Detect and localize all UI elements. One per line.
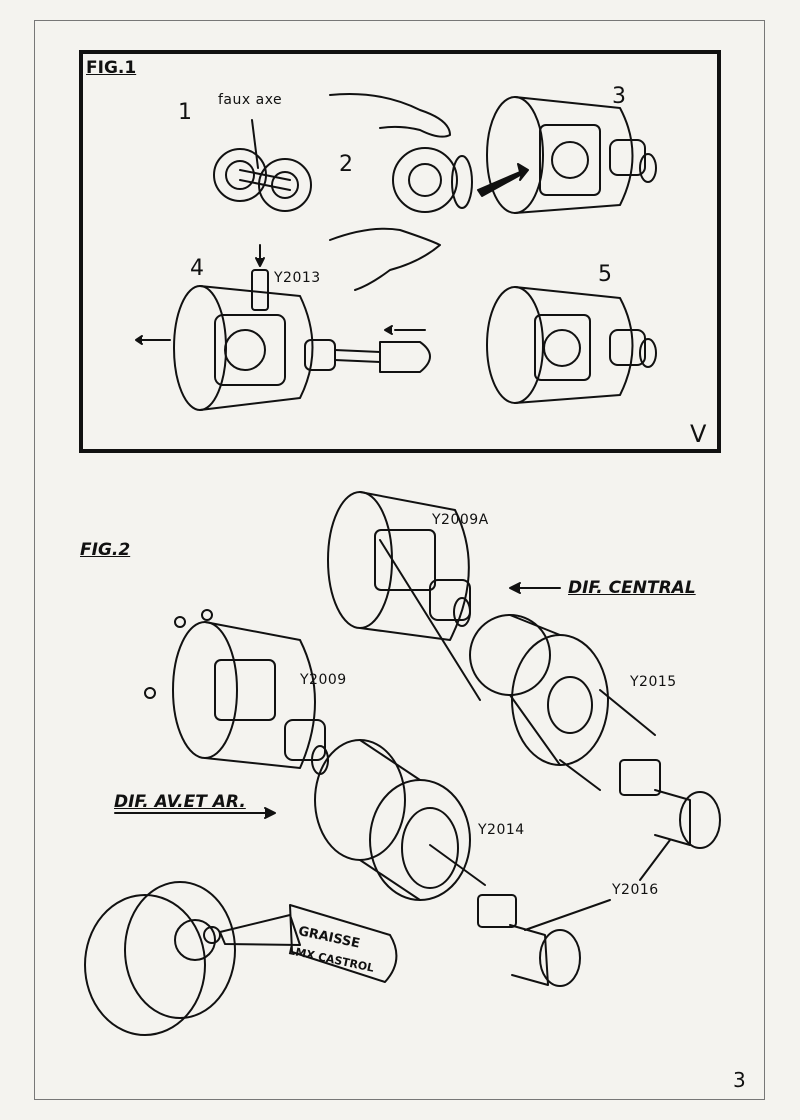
central-ring-gear-drawing <box>469 614 656 791</box>
y2009a-label: Y2009A <box>432 512 489 528</box>
front-rear-diff-housing-drawing <box>144 609 329 775</box>
dif-central-label: DIF. CENTRAL <box>568 578 696 598</box>
page-border <box>34 20 765 1100</box>
fig1-title: FIG.1 <box>86 58 137 78</box>
y2013-label: Y2013 <box>274 270 321 286</box>
dif-av-ar-label: DIF. AV.ET AR. <box>114 792 246 812</box>
faux-axe-label: faux axe <box>218 92 283 108</box>
y2014-label: Y2014 <box>478 822 525 838</box>
bevel-gear-drawing <box>314 739 486 901</box>
step1-gears-drawing <box>213 119 312 212</box>
central-diff-housing-drawing <box>327 491 481 701</box>
greased-diff-drawing <box>84 881 398 1036</box>
y2015-label: Y2015 <box>630 674 677 690</box>
output-shaft-lower-drawing <box>477 894 611 987</box>
y2016-label: Y2016 <box>612 882 659 898</box>
step4-housing-drawing <box>135 244 431 411</box>
step-5-number: 5 <box>598 262 612 287</box>
step3-housing-drawing <box>486 96 657 214</box>
step-1-number: 1 <box>178 100 192 125</box>
output-shaft-upper-drawing <box>619 759 721 881</box>
step-4-number: 4 <box>190 256 204 281</box>
step-3-number: 3 <box>612 84 626 109</box>
step2-hand-drawing <box>329 93 529 291</box>
y2009-label: Y2009 <box>300 672 347 688</box>
fig1-frame <box>79 50 721 453</box>
step5-housing-drawing <box>486 286 657 404</box>
fig2-title: FIG.2 <box>80 540 131 560</box>
check-mark: V <box>690 420 707 448</box>
page-number: 3 <box>733 1068 746 1092</box>
step-2-number: 2 <box>339 152 353 177</box>
